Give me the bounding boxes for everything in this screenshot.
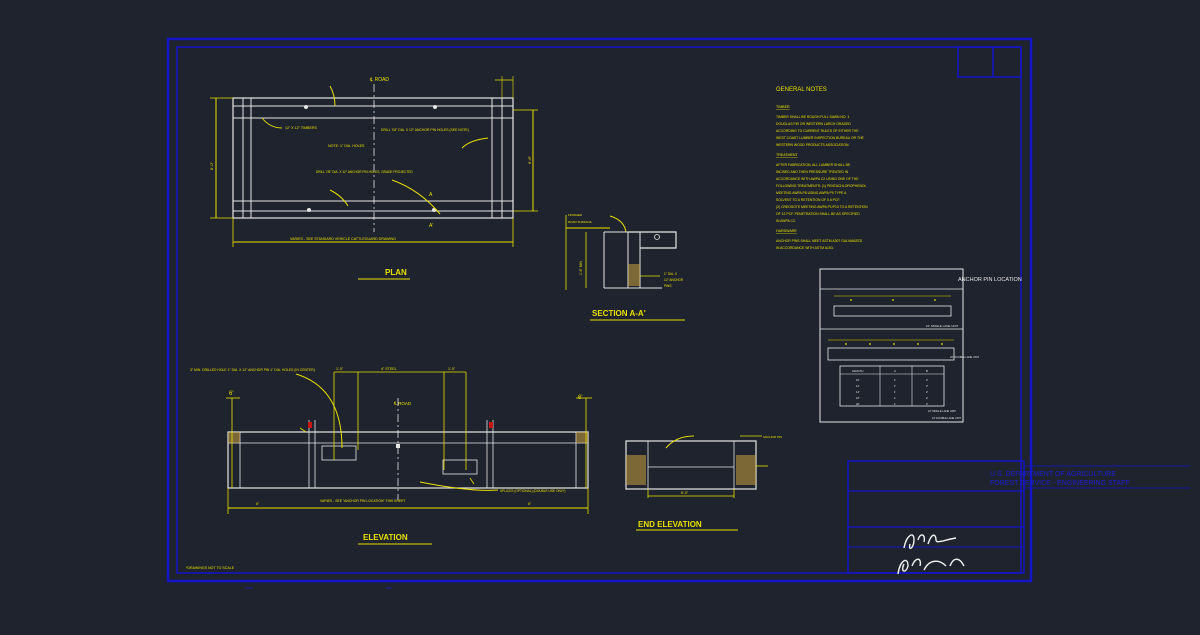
section-label-bolt: 1" DIA. X (664, 272, 678, 276)
elevation-splices: SPLICES (OPTIONAL) (DOUBLE USE ONLY) (500, 489, 565, 493)
anchor-table-r4-c2: 1' (894, 396, 897, 400)
anchor-table-header-a: A (894, 369, 896, 373)
end-elevation-dim-bottom: 6'-0" (681, 491, 689, 495)
plan-marker-a: A (429, 192, 433, 198)
elevation-view: 3" MIN. DRILLED HOLE 1" DIA. X 12" ANCHO… (190, 367, 592, 545)
title-block-line-2: FOREST SERVICE - ENGINEERING STAFF (990, 480, 1130, 487)
anchor-table-header-b: B (926, 369, 928, 373)
plan-timbers-label: 12" X 12" TIMBERS (285, 126, 317, 130)
treatment-heading: TREATMENT (776, 153, 798, 157)
treatment-line-7: (2) CREOSOTE MEETING AWPA P1/P13 TO A RE… (776, 205, 868, 209)
anchor-table-r3-c1: 14' (856, 390, 860, 394)
treatment-line-1: AFTER FABRICATION, ALL LUMBER SHALL BE (776, 163, 851, 167)
plan-title: PLAN (385, 268, 407, 277)
plan-note-holes: NOTE: 1" DIA. HOLES (328, 144, 365, 148)
elevation-title: ELEVATION (363, 533, 408, 542)
section-label-pin: PINS (664, 284, 671, 288)
anchor-table-r1-c3: 2' (926, 378, 929, 382)
title-block: U.S. DEPARTMENT OF AGRICULTURE FOREST SE… (847, 460, 1190, 575)
anchor-label-twenty: 20' DOUBLE LANE UNIT (950, 355, 979, 359)
anchor-table-r4-c1: 16' (856, 396, 860, 400)
treatment-line-5: MEETING AWPA P8 USING AWPA P9 TYPE A (776, 191, 847, 195)
end-elevation-title: END ELEVATION (638, 520, 702, 529)
elevation-dim-left: 1'-0" (336, 367, 344, 371)
anchor-pin-location: ANCHOR PIN LOCATION 10' SINGLE LANE UNIT… (819, 268, 1022, 423)
signature-2 (897, 558, 965, 575)
elevation-dim-mid: 4" STEEL (381, 367, 397, 371)
anchor-table-r5-c3: 2' (926, 402, 929, 406)
timber-line-4: WEST COAST LUMBER INSPECTION BUREAU OR T… (776, 136, 865, 140)
treatment-line-8: OF 12 PCF. PENETRATION SHALL BE AS SPECI… (776, 212, 860, 216)
anchor-table-r4-c3: 2' (926, 396, 929, 400)
anchor-table-header-length: LENGTH (852, 369, 863, 373)
signature-1 (903, 534, 957, 550)
treatment-line-4: FOLLOWING TREATMENTS: (1) PENTACHLOROPHE… (776, 184, 867, 188)
plan-view: ℄ ROAD 12" X 12" TIMBERS DRILL 7/8" DIA.… (209, 76, 538, 280)
elevation-dim-right: 1'-0" (448, 367, 456, 371)
timber-line-5: WESTERN WOOD PRODUCTS ASSOCIATION. (776, 143, 849, 147)
outer-border (166, 37, 1033, 583)
anchor-table-r1-c1: 10' (856, 378, 860, 382)
footer-note: *DRAWINGS NOT TO SCALE (186, 566, 235, 570)
anchor-table-r5-c2: 1' (894, 402, 897, 406)
anchor-table-r2-c2: 1' (894, 384, 897, 388)
anchor-table-r3-c3: 2' (926, 390, 929, 394)
plan-dim-left: 8'-0" (209, 161, 214, 170)
plan-dim-right: 6'-8" (527, 155, 532, 164)
plan-marker-a-prime: A' (429, 223, 433, 229)
hardware-line-2: IN ACCORDANCE WITH ASTM A153. (776, 246, 834, 250)
treatment-line-9: IN AWPA C2. (776, 219, 796, 223)
revision-box (957, 46, 1022, 78)
anchor-table-r5-c1: 20' (856, 402, 860, 406)
general-notes-title: GENERAL NOTES (776, 87, 827, 93)
elevation-varies: VARIES - SEE "ANCHOR PIN LOCATION" THIS … (320, 499, 406, 503)
timber-line-2: DOUGLAS FIR OR WESTERN LARCH GRADED (776, 122, 851, 126)
title-block-line-1: U.S. DEPARTMENT OF AGRICULTURE (990, 471, 1116, 478)
section-title: SECTION A-A' (592, 309, 646, 318)
hardware-line-1: ANCHOR PINS SHALL MEET ASTM A307 GALVANI… (776, 239, 863, 243)
plan-road-label: ℄ ROAD (369, 77, 389, 83)
elevation-note: 3" MIN. DRILLED HOLE 1" DIA. X 12" ANCHO… (190, 368, 315, 372)
treatment-line-2: INCISED AND THEN PRESSURE TREATED IN (776, 170, 849, 174)
elevation-dim-end-right: 6" (528, 502, 532, 506)
anchor-table-r1-c2: 1' (894, 378, 897, 382)
elevation-dim-end-left: 6" (256, 502, 260, 506)
plan-wood-holes: DRILL 7/8" DIA. X 12" ANCHOR PIN HOLES, … (316, 170, 413, 174)
plan-outline (232, 97, 514, 219)
timber-line-1: TIMBER SHALL BE ROUGH FULL SAWN NO. 1 (776, 115, 849, 119)
anchor-table-r2-c3: 2' (926, 384, 929, 388)
anchor-table-r2-c1: 12' (856, 384, 860, 388)
elevation-road-label: ℄ ROAD (393, 401, 412, 406)
timber-line-3: ACCORDING TO CURRENT RULES OF EITHER THE (776, 129, 859, 133)
section-label-surface: FINISHED (568, 213, 583, 217)
anchor-pin-title: ANCHOR PIN LOCATION (958, 277, 1022, 283)
elevation-height-right: 6' (578, 395, 582, 401)
plan-width-dim: VARIES - SEE STANDARD VEHICLE CATTLEGUAR… (290, 237, 396, 241)
anchor-label-double: 16' DOUBLE LANE UNIT (932, 416, 961, 420)
timber-heading: TIMBER (776, 105, 790, 109)
anchor-label-single: 16' SINGLE LANE UNIT (928, 409, 956, 413)
footer-stamp-right: REV (386, 586, 392, 590)
general-notes: GENERAL NOTES TIMBER TIMBER SHALL BE ROU… (776, 87, 868, 250)
section-label-grade: ROAD SURFACE (568, 220, 592, 224)
end-elevation-view: 6'-0" ANCHOR PIN END ELEVATION (625, 435, 782, 531)
hardware-heading: HARDWARE (776, 229, 797, 233)
plan-anchor-pin-label: DRILL 7/8" DIA. X 12" ANCHOR PIN HOLES (… (381, 128, 469, 132)
end-elevation-label-right: ANCHOR PIN (763, 435, 782, 439)
treatment-line-3: ACCORDANCE WITH AWPA C2 USING ONE OF THE (776, 177, 859, 181)
inner-border (176, 46, 1022, 574)
section-view: FINISHED ROAD SURFACE 1'-6" MIN 1" DIA. … (565, 213, 685, 321)
section-label-bolt2: 12" ANCHOR (664, 278, 684, 282)
treatment-line-6: SOLVENT TO A RETENTION OF 0.6 PCF. (776, 198, 840, 202)
footer-stamp-left: DATE (245, 586, 253, 590)
elevation-height-left: 6' (229, 391, 233, 397)
anchor-label-ten: 10' SINGLE LANE UNIT (926, 324, 958, 328)
section-dim-height: 1'-6" MIN (579, 261, 583, 275)
anchor-table-r3-c2: 1' (894, 390, 897, 394)
